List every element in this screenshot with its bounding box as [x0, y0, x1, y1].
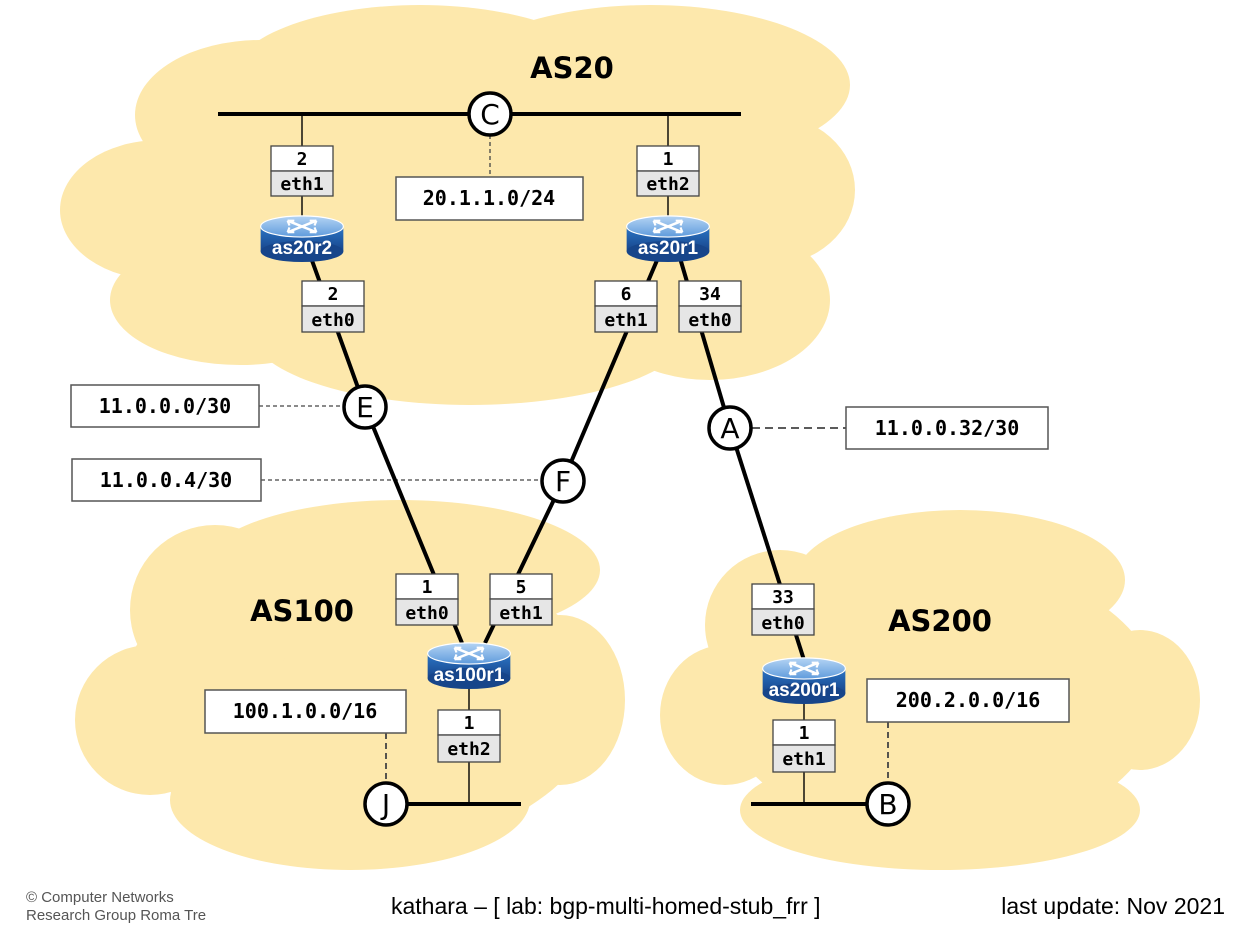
subnet-text-c: 20.1.1.0/24	[423, 186, 555, 210]
iface-as100r1-eth1: 5 eth1	[489, 573, 553, 626]
iface-host: 34	[699, 284, 721, 305]
iface-host: 2	[328, 284, 339, 305]
iface-name: eth1	[604, 310, 647, 331]
iface-host: 2	[297, 149, 308, 170]
copyright-line-1: © Computer Networks	[26, 889, 174, 906]
iface-as100r1-eth0: 1 eth0	[395, 573, 459, 626]
iface-host: 1	[422, 577, 433, 598]
iface-as20r1-eth1: 6 eth1	[594, 280, 658, 333]
collision-domain-e[interactable]: E	[342, 384, 388, 430]
iface-name: eth1	[782, 749, 825, 770]
subnet-box-b: 200.2.0.0/16	[866, 678, 1070, 723]
as100-cloud	[75, 500, 625, 870]
router-as100r1[interactable]: as100r1	[426, 641, 512, 690]
iface-name: eth1	[499, 603, 542, 624]
iface-as100r1-eth2: 1 eth2	[437, 709, 501, 763]
subnet-box-a: 11.0.0.32/30	[845, 406, 1049, 450]
subnet-text-f: 11.0.0.4/30	[100, 468, 232, 492]
collision-domain-j[interactable]: J	[363, 781, 409, 827]
router-as200r1-label: as200r1	[769, 680, 840, 701]
iface-host: 1	[663, 149, 674, 170]
subnet-box-e: 11.0.0.0/30	[70, 384, 260, 428]
router-as100r1-label: as100r1	[434, 665, 505, 686]
iface-as20r1-eth0: 34 eth0	[678, 280, 742, 333]
copyright-line-2: Research Group Roma Tre	[26, 907, 207, 924]
collision-domain-c-letter: C	[480, 98, 500, 131]
iface-name: eth0	[311, 310, 354, 331]
collision-domain-a[interactable]: A	[707, 405, 753, 451]
router-as200r1[interactable]: as200r1	[761, 656, 847, 705]
router-as20r2-label: as20r2	[272, 238, 332, 259]
iface-name: eth1	[280, 174, 323, 195]
router-as20r1-label: as20r1	[638, 238, 699, 259]
iface-host: 5	[516, 577, 527, 598]
iface-name: eth0	[688, 310, 731, 331]
as200-label: AS200	[888, 604, 992, 638]
iface-host: 33	[772, 587, 794, 608]
copyright-notice: © Computer Networks Research Group Roma …	[26, 889, 206, 925]
iface-name: eth2	[646, 174, 689, 195]
last-update: last update: Nov 2021	[1001, 893, 1225, 919]
as100-label: AS100	[250, 594, 354, 628]
collision-domain-j-letter: J	[380, 788, 390, 821]
collision-domain-b-letter: B	[878, 788, 897, 821]
subnet-text-j: 100.1.0.0/16	[233, 699, 378, 723]
collision-domain-f-letter: F	[555, 465, 571, 498]
subnet-text-e: 11.0.0.0/30	[99, 394, 231, 418]
subnet-box-c: 20.1.1.0/24	[395, 176, 584, 221]
iface-as20r2-eth0: 2 eth0	[301, 280, 365, 333]
iface-as20r1-eth2: 1 eth2	[636, 145, 700, 197]
subnet-text-a: 11.0.0.32/30	[875, 416, 1020, 440]
router-as20r2[interactable]: as20r2	[259, 214, 345, 263]
iface-host: 1	[799, 723, 810, 744]
collision-domain-b[interactable]: B	[865, 781, 911, 827]
collision-domain-a-letter: A	[720, 412, 739, 445]
as20-label: AS20	[530, 51, 614, 85]
lab-title: kathara – [ lab: bgp-multi-homed-stub_fr…	[391, 893, 821, 919]
iface-as200r1-eth1: 1 eth1	[772, 719, 836, 773]
subnet-box-j: 100.1.0.0/16	[204, 689, 407, 734]
iface-name: eth0	[405, 603, 448, 624]
collision-domain-e-letter: E	[356, 391, 374, 424]
subnet-box-f: 11.0.0.4/30	[71, 458, 262, 502]
router-as20r1[interactable]: as20r1	[625, 214, 711, 263]
iface-host: 6	[621, 284, 632, 305]
collision-domain-c[interactable]: C	[467, 91, 513, 137]
iface-as20r2-eth1: 2 eth1	[270, 145, 334, 197]
iface-name: eth0	[761, 613, 804, 634]
iface-host: 1	[464, 713, 475, 734]
collision-domain-f[interactable]: F	[540, 458, 586, 504]
subnet-text-b: 200.2.0.0/16	[896, 688, 1041, 712]
iface-name: eth2	[447, 739, 490, 760]
iface-as200r1-eth0: 33 eth0	[751, 583, 815, 636]
